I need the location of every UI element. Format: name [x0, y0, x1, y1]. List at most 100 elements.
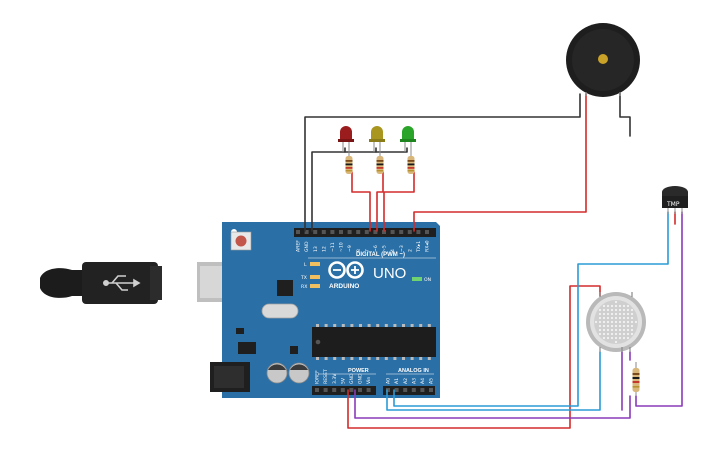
ground-wire [304, 93, 581, 232]
crystal-oscillator [261, 303, 299, 319]
buzzer-ground-wire [619, 91, 631, 137]
digital-pin-label: ~10 [339, 242, 345, 252]
digital-pin-label: ~3 [399, 245, 405, 252]
digital-pin-label: 7 [364, 249, 370, 252]
usb-cable[interactable] [40, 262, 237, 304]
buzzer-signal-wire [413, 93, 587, 232]
svg-text:RX: RX [301, 284, 307, 290]
wires [304, 91, 683, 429]
analog-pin[interactable] [420, 388, 425, 392]
red-led[interactable] [338, 126, 354, 160]
power-pin[interactable] [315, 388, 319, 392]
digital-pin-label: RX◂0 [425, 240, 431, 252]
sensor-mesh-icon [594, 300, 638, 344]
usb-chip [277, 280, 293, 296]
reset-button[interactable] [230, 231, 252, 251]
power-pin[interactable] [340, 388, 345, 392]
digital-pin-label: ~11 [330, 242, 336, 252]
arduino-logo: ARDUINO [328, 261, 364, 290]
green-led-wire [383, 171, 415, 232]
digital-pin[interactable] [330, 230, 335, 234]
digital-pin[interactable] [382, 230, 386, 234]
power-pin[interactable] [332, 388, 337, 392]
resistor[interactable] [632, 362, 640, 396]
voltage-regulator [238, 342, 256, 354]
digital-pin[interactable] [364, 230, 369, 234]
ground-wire [344, 147, 377, 153]
digital-pin[interactable] [339, 230, 343, 234]
power-pin-header[interactable] [312, 386, 376, 395]
digital-pin[interactable] [425, 230, 429, 234]
digital-pin[interactable] [321, 230, 326, 234]
digital-pin-label: GND [304, 241, 310, 252]
buzzer-center-icon [598, 54, 608, 64]
digital-pin[interactable] [390, 230, 395, 234]
gas-sensor-wire [386, 351, 601, 411]
digital-pin-label: 2 [407, 249, 413, 252]
ground-wire [375, 147, 408, 153]
power-pin[interactable] [366, 388, 371, 392]
digital-pin-label: 12 [321, 246, 327, 252]
analog-pin[interactable] [411, 388, 416, 392]
brand-text: ARDUINO [329, 283, 359, 290]
power-pin-label: RESET [323, 369, 329, 384]
digital-pin[interactable] [416, 230, 421, 234]
digital-pin-label: AREF [296, 240, 302, 252]
digital-pin[interactable] [296, 230, 300, 234]
digital-pin[interactable] [347, 230, 352, 234]
power-pin-label: Vin [366, 377, 372, 384]
digital-pin[interactable] [356, 230, 361, 234]
digital-pin-label: 13 [313, 246, 319, 252]
tmp-label: TMP [666, 201, 680, 208]
resistor[interactable] [345, 156, 353, 174]
red-led-wire [351, 171, 371, 232]
board-model: UNO [373, 265, 406, 282]
atmega-microcontroller [312, 324, 436, 360]
led-resistors [345, 156, 415, 174]
svg-text:TX: TX [300, 275, 307, 281]
power-pin[interactable] [349, 388, 354, 392]
analog-pin[interactable] [403, 388, 408, 392]
power-pin-label: 5V [340, 377, 346, 384]
analog-pin-label: A4 [420, 378, 426, 384]
green-led[interactable] [400, 126, 416, 160]
analog-header-label: ANALOG IN [398, 368, 429, 374]
digital-pin[interactable] [313, 230, 318, 234]
digital-pin-label: ~5 [382, 245, 388, 252]
gnd-purple-wire [635, 211, 683, 407]
temperature-sensor[interactable]: TMP [662, 186, 688, 214]
power-pin-label: GND [358, 373, 364, 384]
yellow-led[interactable] [369, 126, 385, 160]
power-pin[interactable] [323, 388, 328, 392]
power-pin[interactable] [358, 388, 362, 392]
analog-pin-label: A0 [386, 378, 392, 384]
digital-pin-header[interactable] [294, 228, 436, 237]
resistor[interactable] [376, 156, 384, 174]
analog-pin-label: A2 [403, 378, 409, 384]
piezo-buzzer[interactable] [566, 23, 640, 97]
analog-pin[interactable] [386, 388, 390, 392]
gas-sensor[interactable] [586, 292, 646, 352]
analog-pin[interactable] [394, 388, 399, 392]
yellow-led-wire [376, 171, 384, 232]
digital-pin[interactable] [407, 230, 412, 234]
digital-pin-label: 8 [356, 249, 362, 252]
digital-pin[interactable] [373, 230, 378, 234]
digital-pin[interactable] [399, 230, 404, 234]
digital-pin-label: ~6 [373, 245, 379, 252]
status-leds: L TX RX [300, 262, 320, 290]
power-jack[interactable] [210, 362, 250, 392]
digital-pin-label: TX▸1 [416, 241, 422, 253]
svg-text:L: L [304, 262, 307, 268]
resistor[interactable] [407, 156, 415, 174]
analog-pin[interactable] [429, 388, 433, 392]
digital-pin-label: ~9 [347, 245, 353, 252]
analog-pin-label: A3 [411, 378, 417, 384]
digital-pin[interactable] [304, 230, 309, 234]
analog-pin-header[interactable] [383, 386, 435, 395]
